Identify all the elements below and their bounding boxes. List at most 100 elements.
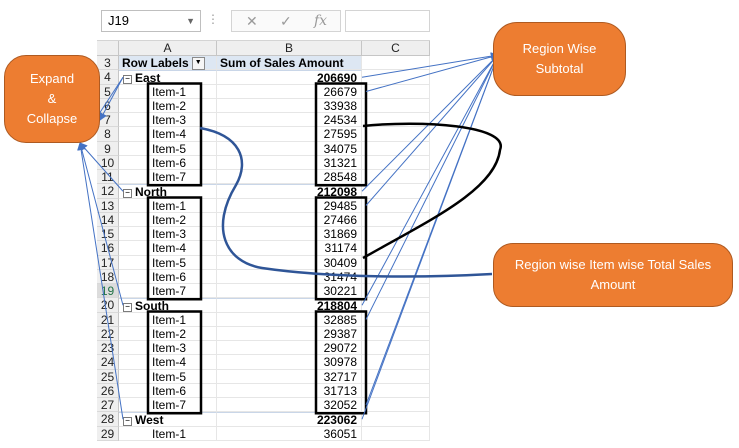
cell-c[interactable] [362,426,430,441]
cell-c[interactable] [362,398,430,413]
formula-input[interactable] [345,10,430,32]
row-number[interactable]: 23 [97,341,119,356]
item-label[interactable]: Item-2 [119,212,217,227]
cell-c[interactable] [362,84,430,99]
row-number[interactable]: 21 [97,312,119,327]
cell-c[interactable] [362,355,430,370]
cell-c[interactable] [362,369,430,384]
item-label[interactable]: Item-7 [119,398,217,413]
collapse-icon[interactable]: − [123,74,132,84]
item-sales-value[interactable]: 30978 [217,355,362,370]
item-sales-value[interactable]: 27595 [217,127,362,142]
item-sales-value[interactable]: 32052 [217,398,362,413]
region-subtotal-value[interactable]: 206690 [217,70,362,85]
item-label[interactable]: Item-3 [119,227,217,242]
item-label[interactable]: Item-4 [119,355,217,370]
item-label[interactable]: Item-4 [119,127,217,142]
cell-c[interactable] [362,326,430,341]
row-number[interactable]: 13 [97,198,119,213]
check-icon[interactable]: ✓ [280,13,292,29]
collapse-icon[interactable]: − [123,416,132,426]
row-number[interactable]: 27 [97,398,119,413]
item-label[interactable]: Item-4 [119,241,217,256]
item-sales-value[interactable]: 32885 [217,312,362,327]
item-label[interactable]: Item-7 [119,170,217,185]
fx-icon[interactable]: fx [314,13,328,29]
item-label[interactable]: Item-1 [119,198,217,213]
row-number[interactable]: 22 [97,326,119,341]
item-sales-value[interactable]: 31713 [217,383,362,398]
cell-c[interactable] [362,70,430,85]
item-sales-value[interactable]: 33938 [217,98,362,113]
item-label[interactable]: Item-6 [119,269,217,284]
item-label[interactable]: Item-3 [119,113,217,128]
cell-c[interactable] [362,383,430,398]
row-number[interactable]: 20 [97,298,119,313]
item-sales-value[interactable]: 32717 [217,369,362,384]
row-number[interactable]: 25 [97,369,119,384]
item-sales-value[interactable]: 30409 [217,255,362,270]
collapse-icon[interactable]: − [123,302,132,312]
row-number[interactable]: 9 [97,141,119,156]
pivot-row-labels-header[interactable]: Row Labels▼ [119,56,217,71]
row-number[interactable]: 26 [97,383,119,398]
cell-c[interactable] [362,170,430,185]
cancel-icon[interactable]: ✕ [246,13,258,29]
row-number[interactable]: 29 [97,426,119,441]
row-number[interactable]: 10 [97,155,119,170]
item-sales-value[interactable]: 34075 [217,141,362,156]
row-number[interactable]: 18 [97,269,119,284]
item-label[interactable]: Item-5 [119,255,217,270]
item-label[interactable]: Item-5 [119,141,217,156]
item-label[interactable]: Item-6 [119,155,217,170]
column-header-a[interactable]: A [119,41,217,56]
row-number[interactable]: 24 [97,355,119,370]
item-sales-value[interactable]: 27466 [217,212,362,227]
more-options-icon[interactable]: ⋮ [207,12,219,26]
cell-c[interactable] [362,298,430,313]
region-subtotal-value[interactable]: 218804 [217,298,362,313]
item-sales-value[interactable]: 31321 [217,155,362,170]
row-number[interactable]: 8 [97,127,119,142]
cell-c[interactable] [362,155,430,170]
item-label[interactable]: Item-1 [119,84,217,99]
row-number[interactable]: 12 [97,184,119,199]
row-number[interactable]: 28 [97,412,119,427]
item-sales-value[interactable]: 29072 [217,341,362,356]
item-sales-value[interactable]: 26679 [217,84,362,99]
name-box[interactable]: J19 ▼ [101,10,201,32]
item-sales-value[interactable]: 29485 [217,198,362,213]
item-label[interactable]: Item-1 [119,312,217,327]
cell-c[interactable] [362,241,430,256]
item-label[interactable]: Item-2 [119,326,217,341]
collapse-icon[interactable]: − [123,188,132,198]
cell-c[interactable] [362,412,430,427]
item-sales-value[interactable]: 24534 [217,113,362,128]
column-header-b[interactable]: B [217,41,362,56]
item-label[interactable]: Item-5 [119,369,217,384]
item-sales-value[interactable]: 29387 [217,326,362,341]
row-number[interactable]: 14 [97,212,119,227]
item-label[interactable]: Item-3 [119,341,217,356]
cell-c[interactable] [362,284,430,299]
filter-dropdown-icon[interactable]: ▼ [191,57,205,71]
item-sales-value[interactable]: 36051 [217,426,362,441]
item-sales-value[interactable]: 30221 [217,284,362,299]
item-label[interactable]: Item-6 [119,383,217,398]
row-number[interactable]: 3 [97,56,119,71]
item-sales-value[interactable]: 28548 [217,170,362,185]
cell-c[interactable] [362,98,430,113]
row-number[interactable]: 15 [97,227,119,242]
cell-c[interactable] [362,255,430,270]
item-label[interactable]: Item-1 [119,426,217,441]
item-sales-value[interactable]: 31869 [217,227,362,242]
item-sales-value[interactable]: 31174 [217,241,362,256]
cell-c[interactable] [362,127,430,142]
cell-c[interactable] [362,113,430,128]
cell-c[interactable] [362,198,430,213]
region-subtotal-value[interactable]: 212098 [217,184,362,199]
item-label[interactable]: Item-7 [119,284,217,299]
cell-c[interactable] [362,141,430,156]
item-label[interactable]: Item-2 [119,98,217,113]
region-subtotal-value[interactable]: 223062 [217,412,362,427]
